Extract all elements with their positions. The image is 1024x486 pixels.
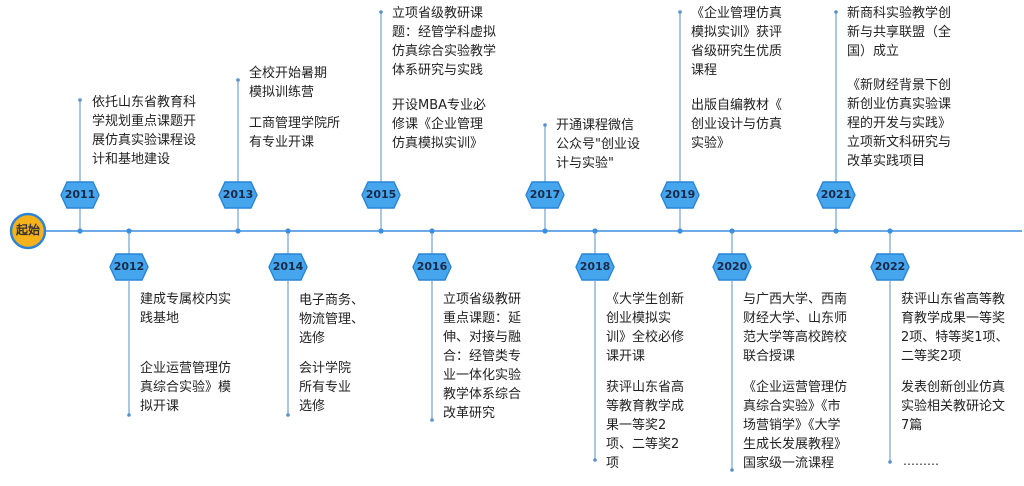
event-2013-school: 工商管理学院所 有专业开课: [249, 116, 341, 150]
year-2016: 2016: [416, 260, 448, 273]
year-hexagons: [60, 181, 910, 281]
dot-2012: [126, 228, 132, 234]
end-dot-2012: [127, 413, 131, 417]
dot-2021: [833, 228, 839, 234]
event-2016: 立项省级教研 重点课题：延 伸、对接与融 合：经管类专 业一体化实验 教学体系综…: [443, 292, 522, 421]
event-2011: 依托山东省教育科 学规划重点课题开 展仿真实验课程设 计和基地建设: [92, 95, 197, 167]
hex-2011: [60, 181, 100, 209]
end-dot-2019: [678, 10, 682, 14]
event-2019-textbook: 出版自编教材《 创业设计与仿真 实验》: [691, 98, 783, 151]
event-2021-project: 《新财经背景下创 新创业仿真实验课 程的开发与实践》 立项新文科研究与 改革实践…: [847, 78, 952, 169]
connector-lines: [79, 12, 891, 470]
text-end-dots: [78, 10, 892, 472]
year-2021: 2021: [820, 188, 852, 201]
year-2019: 2019: [664, 188, 696, 201]
end-dot-2014: [286, 413, 290, 417]
year-2017: 2017: [529, 188, 561, 201]
year-2020: 2020: [716, 260, 748, 273]
event-2012-base: 建成专属校内实 践基地: [140, 292, 232, 326]
start-circle: [9, 212, 47, 250]
event-2020-national: 《企业运营管理仿 真综合实验》《市 场营销学》《大学 生成长发展教程》 国家级一…: [743, 380, 848, 471]
event-2013-camp: 全校开始暑期 模拟训练营: [249, 66, 328, 100]
dot-2020: [729, 228, 735, 234]
dot-2014: [285, 228, 291, 234]
event-2017: 开通课程微信 公众号"创业设 计与实验": [556, 118, 640, 171]
end-dot-2013: [236, 78, 240, 82]
dot-2017: [542, 228, 548, 234]
event-2012-course: 企业运营管理仿 真综合实验》模 拟开课: [140, 361, 232, 414]
year-2012: 2012: [113, 260, 145, 273]
hex-2018: [575, 253, 615, 281]
year-2022: 2022: [874, 260, 906, 273]
axis-dots: [77, 228, 893, 234]
event-2019-course: 《企业管理仿真 模拟实训》获评 省级研究生优质 课程: [691, 6, 783, 78]
year-2014: 2014: [272, 260, 304, 273]
hex-2022: [870, 253, 910, 281]
year-2018: 2018: [579, 260, 611, 273]
dot-2018: [592, 228, 598, 234]
event-2022-award: 获评山东省高等教 育教学成果一等奖 2项、特等奖1项、 二等奖2项: [901, 292, 1009, 364]
start-label: 起始: [15, 223, 40, 237]
dot-2016: [429, 228, 435, 234]
event-2015-project: 立项省级教研课 题：经管学科虚拟 仿真综合实验教学 体系研究与实践: [392, 6, 497, 78]
hex-2012: [109, 253, 149, 281]
event-2018-award: 获评山东省高 等教育教学成 果一等奖2 项、二等奖2 项: [606, 380, 685, 471]
event-2022-papers: 发表创新创业仿真 实验相关教研论文 7篇: [901, 380, 1006, 433]
year-2013: 2013: [222, 188, 254, 201]
hex-2015: [361, 181, 401, 209]
dot-2019: [677, 228, 683, 234]
end-dot-2016: [430, 418, 434, 422]
event-2018-course: 《大学生创新 创业模拟实 训》全校必修 课开课: [606, 292, 685, 364]
end-dot-2020: [730, 468, 734, 472]
end-dot-2017: [543, 123, 547, 127]
end-dot-2022: [888, 460, 892, 464]
hex-2016: [412, 253, 452, 281]
dot-2015: [378, 228, 384, 234]
end-dot-2018: [593, 458, 597, 462]
hex-2014: [268, 253, 308, 281]
event-2021-alliance: 新商科实验教学创 新与共享联盟（全 国）成立: [847, 6, 952, 59]
event-2020-joint: 与广西大学、西南 财经大学、山东师 范大学等高校跨校 联合授课: [743, 292, 848, 364]
hex-2021: [816, 181, 856, 209]
end-dot-2011: [78, 98, 82, 102]
hex-2020: [712, 253, 752, 281]
event-2014-accounting: 会计学院 所有专业 选修: [299, 361, 352, 414]
dot-2011: [77, 228, 83, 234]
event-2015-mba: 开设MBA专业必 修课《企业管理 仿真模拟实训》: [392, 98, 487, 151]
year-2015: 2015: [365, 188, 397, 201]
end-dot-2015: [379, 10, 383, 14]
event-2014-elective: 电子商务、 物流管理、 选修: [299, 293, 365, 346]
end-dot-2021: [834, 10, 838, 14]
dot-2022: [887, 228, 893, 234]
dot-2013: [235, 228, 241, 234]
hex-2017: [525, 181, 565, 209]
year-2011: 2011: [64, 188, 96, 201]
hex-2019: [660, 181, 700, 209]
event-2022-more: ………: [903, 454, 939, 468]
hex-2013: [218, 181, 258, 209]
